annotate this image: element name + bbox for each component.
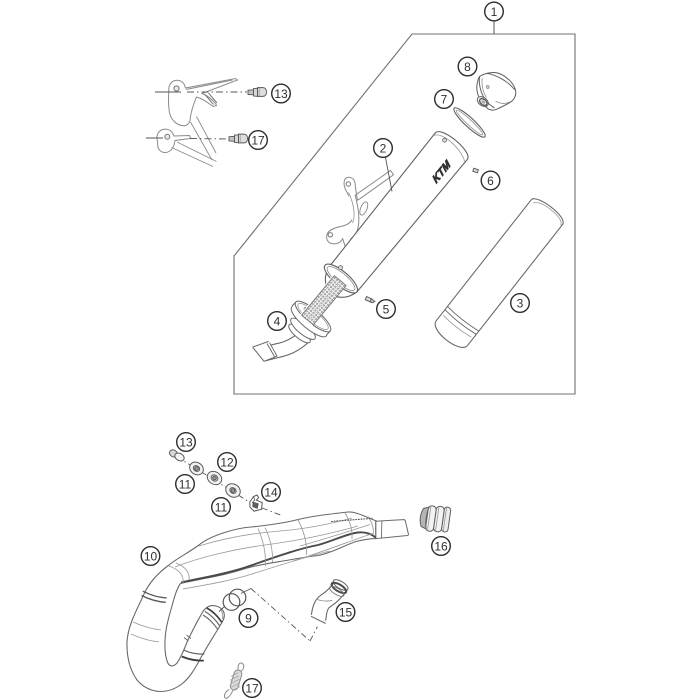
svg-text:9: 9 — [245, 612, 252, 626]
svg-text:17: 17 — [251, 134, 265, 148]
svg-text:10: 10 — [144, 550, 158, 564]
svg-text:4: 4 — [274, 315, 281, 329]
svg-text:3: 3 — [517, 297, 524, 311]
svg-text:5: 5 — [383, 303, 390, 317]
svg-text:14: 14 — [264, 486, 278, 500]
svg-text:13: 13 — [179, 436, 193, 450]
svg-text:11: 11 — [215, 501, 228, 515]
svg-text:8: 8 — [464, 60, 471, 74]
svg-text:11: 11 — [179, 478, 192, 492]
svg-text:12: 12 — [220, 456, 234, 470]
svg-text:2: 2 — [380, 142, 387, 156]
svg-text:17: 17 — [245, 682, 259, 696]
svg-text:6: 6 — [487, 174, 494, 188]
svg-text:1: 1 — [491, 5, 498, 19]
svg-text:7: 7 — [441, 93, 448, 107]
svg-text:15: 15 — [339, 606, 353, 620]
svg-text:16: 16 — [434, 540, 448, 554]
svg-text:13: 13 — [274, 87, 288, 101]
